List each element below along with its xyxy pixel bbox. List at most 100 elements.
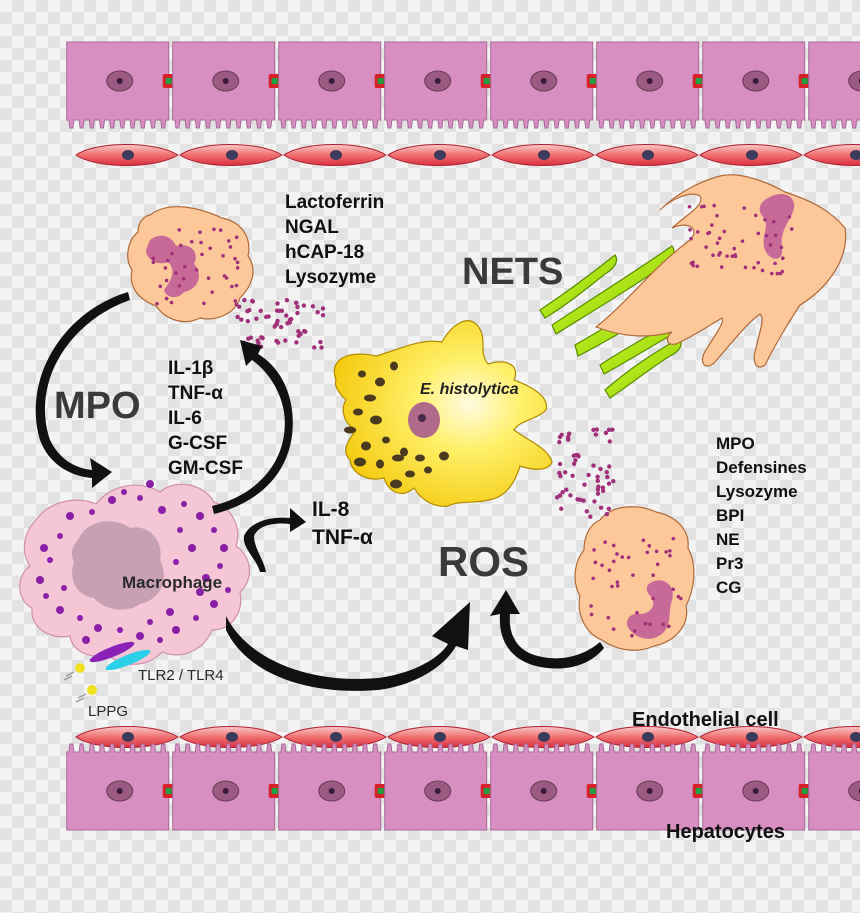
neutrophil-granule [687, 204, 692, 209]
neutrophil-granule [170, 251, 174, 256]
neutrophil-granule [611, 627, 616, 631]
neutrophil-granule [719, 265, 724, 269]
neutrophil-right-granules [589, 536, 683, 638]
hepatocyte-cell [384, 41, 493, 129]
released-granule [559, 506, 564, 511]
neutrophil-granule [177, 228, 182, 232]
tnf-label: TNF-α [312, 526, 373, 549]
neutrophil-granule [661, 622, 666, 627]
neutrophil-granule [603, 540, 607, 544]
released-granule [604, 511, 610, 517]
cytokine-2: TNF-α [168, 383, 223, 404]
neutrophil-granule [667, 624, 671, 629]
right-granule-7: CG [716, 578, 742, 597]
endothelial-nucleus [330, 732, 342, 742]
released-granule [611, 479, 616, 484]
released-granule [294, 340, 299, 345]
released-granule [278, 324, 284, 330]
endothelial-cell [491, 726, 595, 748]
macrophage-granule [193, 615, 199, 621]
endothelial-nucleus [642, 150, 654, 160]
amoeba-vacuole [392, 454, 404, 462]
neutrophil-granule [593, 560, 598, 565]
neutrophil-granule [763, 218, 767, 222]
released-granule [295, 310, 300, 316]
neutrophil-granule [760, 268, 765, 273]
endothelial-row-top [75, 144, 860, 166]
neutrophil-granule [715, 241, 720, 245]
macrophage-granule [121, 489, 127, 495]
right-granule-1: MPO [716, 434, 755, 453]
neutrophil-granule [189, 239, 194, 244]
neutrophil-granule [233, 299, 238, 303]
neutrophil-granule [212, 227, 216, 232]
released-granule [593, 432, 599, 437]
amoeba-vacuole [353, 408, 363, 416]
neutrophil-granule [620, 555, 625, 559]
neutrophil-granule [712, 203, 716, 208]
endothelial-cell [75, 144, 179, 166]
neutrophil-granule [654, 549, 659, 554]
released-granule [605, 474, 610, 480]
released-granule [607, 439, 612, 444]
neutrophil-granule [199, 240, 203, 245]
released-granule [295, 304, 300, 310]
neutrophil-granule [688, 227, 692, 232]
macrophage-granule [47, 557, 53, 563]
nets-label: NETS [462, 251, 563, 293]
neutrophil-granule [194, 268, 199, 272]
released-granule [283, 338, 288, 343]
neutrophil-granule [718, 251, 722, 255]
neutrophil-granule [200, 252, 204, 257]
macrophage-granule [77, 615, 83, 621]
released-granule [598, 466, 603, 472]
neutrophil-granule [181, 276, 186, 281]
tlr2-receptor [89, 641, 135, 663]
hepatocyte-cell [172, 41, 281, 129]
neutrophil-granule [230, 284, 234, 289]
neutrophil-granule [742, 206, 746, 210]
neutrophil-granule [752, 265, 756, 270]
endothelial-nucleus [330, 150, 342, 160]
amoeba-vacuole [415, 454, 425, 462]
neutrophil-granule [715, 213, 719, 218]
macrophage-granule [173, 559, 179, 565]
neutrophil-granule [764, 233, 769, 238]
neutrophil-granule [228, 245, 233, 249]
neutrophil-granule [645, 550, 650, 555]
neutrophil-granule [780, 269, 785, 274]
neutrophil-granule [600, 563, 604, 568]
hepatocyte-cell [66, 41, 175, 129]
macrophage-granule [89, 509, 95, 515]
neutrophil-granule [756, 231, 761, 236]
endothelial-cell [595, 144, 699, 166]
macrophage-granule [56, 606, 64, 614]
macrophage-granule [166, 608, 174, 616]
neutrophil-granule [789, 227, 794, 231]
neutrophil-granule [730, 254, 735, 258]
neutrophil-granule [155, 301, 159, 306]
neutrophil-granule [702, 204, 706, 209]
released-granule [247, 307, 252, 313]
macrophage-granule [66, 512, 74, 520]
released-granule [595, 487, 601, 492]
macrophage-granule [157, 637, 163, 643]
endothelial-cell [179, 726, 283, 748]
top-granule-4: Lysozyme [285, 267, 376, 288]
neutrophil-granule [164, 296, 169, 301]
neutrophil-granule [664, 550, 668, 554]
neutrophil-granule [166, 258, 170, 263]
neutrophil-granule [615, 580, 620, 585]
neutrophil-granule [163, 266, 168, 270]
neutrophil-granule [787, 215, 792, 219]
neutrophil-granule [151, 256, 156, 261]
amoeba-vacuole [439, 451, 449, 461]
macrophage-granule [82, 636, 90, 644]
neutrophil-granule [695, 230, 700, 234]
neutrophil-granule [648, 622, 652, 627]
released-granule [595, 491, 601, 496]
endothelial-cell [803, 726, 860, 748]
neutrophil-granule [740, 239, 745, 243]
neutrophil-granule [768, 243, 773, 247]
mpo-arrow [35, 292, 130, 488]
